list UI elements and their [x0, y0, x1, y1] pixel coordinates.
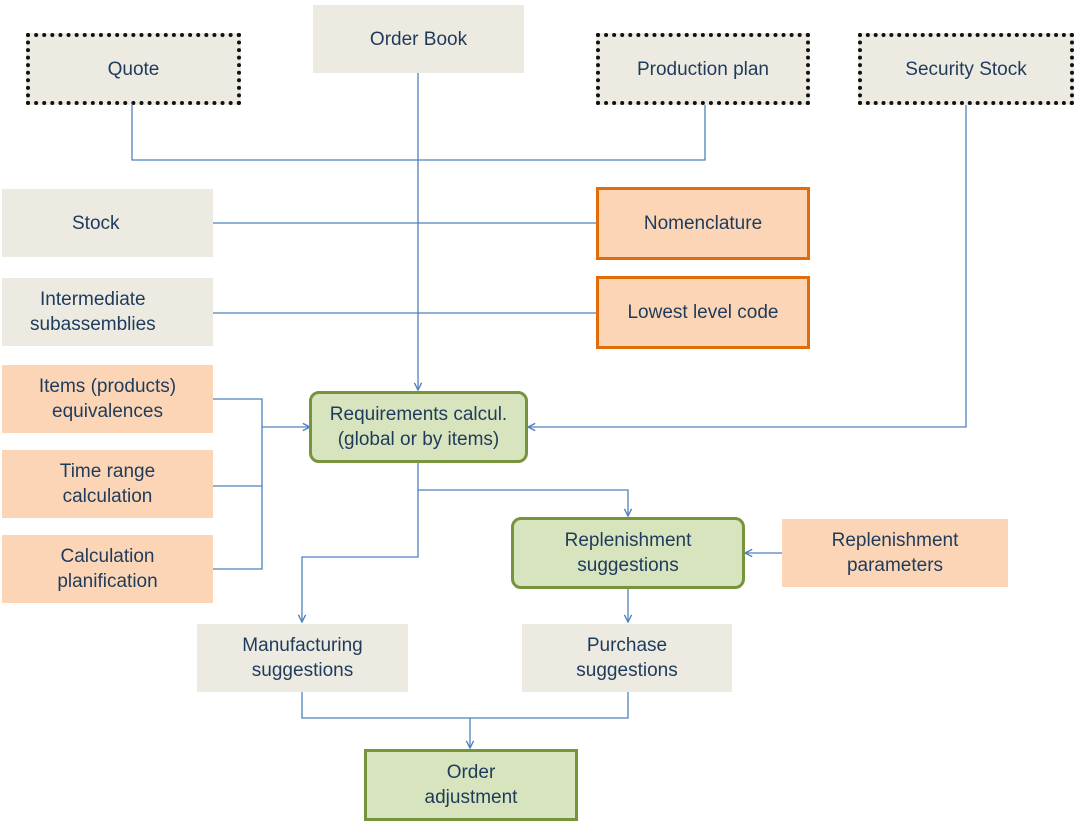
- calculation-planification-node: Calculation planification: [2, 535, 213, 603]
- connector-calculation-planification: [213, 427, 263, 570]
- security-stock-node: Security Stock: [858, 33, 1074, 105]
- quote-node: Quote: [26, 33, 241, 105]
- production-plan-node: Production plan: [596, 33, 810, 105]
- quote-label: Quote: [107, 58, 160, 80]
- intermediate-subassemblies-label: Intermediate subassemblies: [30, 289, 156, 335]
- lowest-level-code-node: Lowest level code: [596, 276, 810, 349]
- connector-security-stock-to-requirements: [528, 104, 967, 427]
- requirements-calcul-node: Requirements calcul. (global or by items…: [309, 391, 528, 463]
- stock-label: Stock: [72, 212, 120, 234]
- connector-purchase-to-order: [470, 692, 629, 719]
- replenishment-parameters-label: Replenishment parameters: [831, 530, 959, 576]
- time-range-calculation-node: Time range calculation: [2, 450, 213, 518]
- intermediate-subassemblies-node: Intermediate subassemblies: [2, 278, 213, 346]
- connector-requirements-to-replenishment: [417, 462, 628, 516]
- connector-requirements-to-manufacturing: [302, 490, 419, 622]
- nomenclature-label: Nomenclature: [643, 213, 763, 234]
- stock-node: Stock: [2, 189, 213, 257]
- order-adjustment-label: Order adjustment: [424, 762, 518, 808]
- lowest-level-code-label: Lowest level code: [627, 302, 779, 323]
- connector-manufacturing-to-order: [301, 692, 470, 719]
- items-equivalences-node: Items (products) equivalences: [2, 365, 213, 433]
- order-book-node: Order Book: [313, 5, 524, 73]
- items-equivalences-label: Items (products) equivalences: [38, 376, 177, 422]
- manufacturing-suggestions-node: Manufacturing suggestions: [197, 624, 408, 692]
- production-plan-label: Production plan: [636, 58, 770, 80]
- manufacturing-suggestions-label: Manufacturing suggestions: [242, 635, 363, 681]
- order-book-label: Order Book: [369, 28, 468, 50]
- nomenclature-node: Nomenclature: [596, 187, 810, 260]
- security-stock-label: Security Stock: [905, 58, 1027, 80]
- order-adjustment-node: Order adjustment: [364, 749, 578, 821]
- purchase-suggestions-node: Purchase suggestions: [522, 624, 732, 692]
- calculation-planification-label: Calculation planification: [57, 546, 158, 592]
- requirements-calcul-label: Requirements calcul. (global or by items…: [329, 404, 508, 450]
- replenishment-parameters-node: Replenishment parameters: [782, 519, 1008, 587]
- time-range-calculation-label: Time range calculation: [59, 461, 156, 507]
- replenishment-suggestions-node: Replenishment suggestions: [511, 517, 745, 589]
- purchase-suggestions-label: Purchase suggestions: [576, 635, 678, 681]
- connector-items-equivalences: [213, 398, 263, 427]
- replenishment-suggestions-label: Replenishment suggestions: [564, 530, 692, 576]
- connector-quote-production-plan: [131, 104, 706, 161]
